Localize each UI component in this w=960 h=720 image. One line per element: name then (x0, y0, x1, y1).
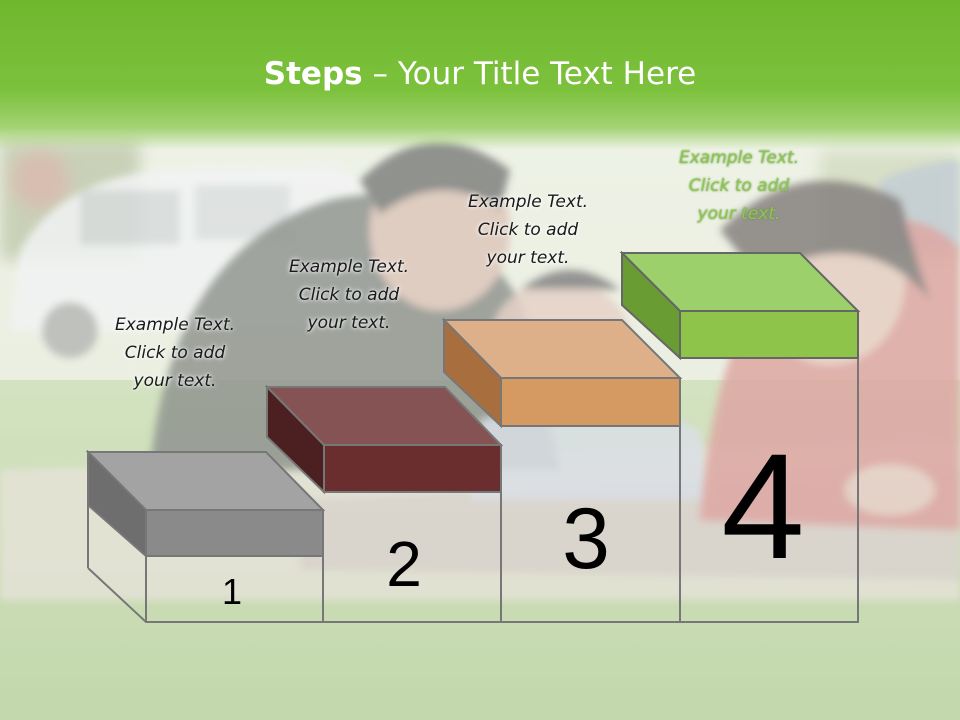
caption-line: your text. (697, 204, 781, 224)
caption-line: your text. (133, 371, 217, 391)
caption-line: Example Text. (288, 257, 410, 277)
caption-line: Example Text. (467, 192, 589, 212)
step-3-block[interactable] (441, 317, 683, 429)
slide-title[interactable]: Steps – Your Title Text Here (0, 56, 960, 92)
title-bold: Steps (263, 56, 363, 92)
caption-line: Click to add (298, 285, 400, 305)
step-1-caption[interactable]: Example Text. Click to add your text. (95, 311, 255, 395)
step-3-number: 3 (562, 491, 610, 587)
caption-line: your text. (307, 313, 391, 333)
caption-line: Example Text. (114, 315, 236, 335)
step-4-block[interactable] (619, 250, 861, 361)
caption-line: Click to add (477, 220, 579, 240)
step-4-number: 4 (721, 422, 804, 590)
step-2-caption[interactable]: Example Text. Click to add your text. (269, 253, 429, 337)
step-2-number: 2 (386, 528, 422, 600)
step-1-number: 1 (222, 571, 242, 612)
caption-line: Example Text. (678, 148, 800, 168)
title-separator: – (362, 56, 398, 92)
caption-line: Click to add (124, 343, 226, 363)
caption-line: Click to add (688, 176, 790, 196)
step-4-caption[interactable]: Example Text. Click to add your text. (659, 144, 819, 228)
step-1-block[interactable] (85, 449, 326, 559)
caption-line: your text. (486, 248, 570, 268)
title-band (0, 0, 960, 150)
step-2-block[interactable] (264, 384, 504, 495)
title-text: Your Title Text Here (397, 56, 697, 92)
step-3-caption[interactable]: Example Text. Click to add your text. (448, 188, 608, 272)
